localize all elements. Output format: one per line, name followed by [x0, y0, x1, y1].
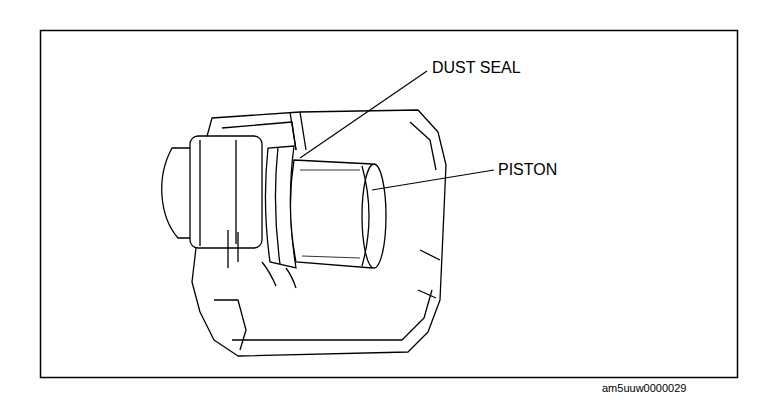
- figure-code: am5uuw0000029: [602, 383, 686, 394]
- part-label: DUST SEAL: [432, 60, 521, 76]
- fitting: [162, 136, 262, 268]
- leader-line: [300, 71, 494, 190]
- piston: [290, 160, 386, 268]
- figure-frame: [41, 31, 738, 378]
- part-label: PISTON: [498, 162, 557, 178]
